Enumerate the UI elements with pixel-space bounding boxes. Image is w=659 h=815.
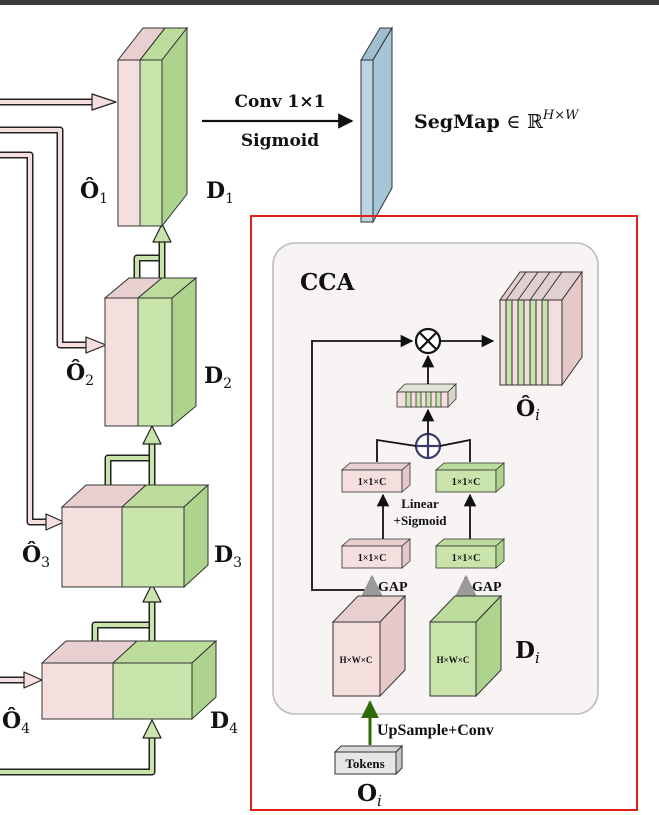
skip-connections (0, 93, 117, 689)
o-hat-2-label: Ô (66, 359, 85, 386)
gap-arrows (360, 574, 478, 599)
o-hat-3-label: Ô (22, 541, 41, 568)
segmap-plane (360, 26, 393, 224)
d-i-sub: i (535, 649, 540, 667)
feature-cube-pink (331, 594, 407, 698)
o-hat-4-label: Ô (2, 707, 21, 734)
o-i-sub: i (377, 792, 382, 810)
o-hat-i-cube (499, 270, 583, 387)
upsample-conv-label: UpSample+Conv (377, 722, 494, 739)
o-hat-i-sub: i (535, 406, 540, 424)
tokens-box (333, 744, 404, 776)
segmap-label: SegMap (414, 111, 500, 133)
tokens-label: Tokens (345, 756, 384, 771)
o-hat-1-sub: 1 (99, 191, 108, 207)
sigmoid-label: Sigmoid (241, 131, 319, 151)
o-i-label: O (357, 780, 377, 807)
vector-pink-top-label: 1×1×C (358, 477, 387, 488)
o-hat-1-label: Ô (80, 177, 99, 204)
svg-text:Ôi: Ôi (516, 395, 540, 424)
cca-module: CCA Ôi (250, 215, 638, 811)
feature-cube-green-label: H×W×C (437, 655, 470, 665)
cca-outer-frame (250, 215, 638, 811)
vector-pink-bottom-label: 1×1×C (358, 553, 387, 564)
o-hat-i-label: Ô (516, 395, 535, 422)
segmap-sup: H×W (542, 108, 580, 123)
d-1-label: D (206, 178, 225, 204)
vector-pink-top (340, 462, 412, 493)
gap-label-right: GAP (472, 580, 502, 595)
attention-vector (396, 383, 457, 408)
svg-text:D2: D2 (204, 363, 232, 392)
vector-green-top-label: 1×1×C (452, 477, 481, 488)
linear-label: Linear (401, 496, 439, 511)
svg-text:Ô4: Ô4 (2, 707, 30, 737)
add-symbol (414, 432, 442, 460)
svg-text:Oi: Oi (357, 780, 382, 810)
decoder-block-4 (40, 639, 218, 721)
vector-green-bottom (434, 538, 506, 569)
conv-1x1-label: Conv 1×1 (235, 92, 326, 112)
svg-text:SegMap ∈ ℝH×W: SegMap ∈ ℝH×W (414, 108, 580, 133)
top-border-bar (0, 0, 659, 5)
d-3-label: D (214, 542, 233, 568)
svg-text:D1: D1 (206, 178, 234, 207)
d-1-sub: 1 (225, 191, 234, 207)
d-2-sub: 2 (223, 376, 232, 392)
segmap-in-symbol: ∈ (506, 111, 520, 133)
linear-sigmoid-label: +Sigmoid (394, 513, 448, 528)
upsample-arrows (0, 223, 172, 776)
svg-text:D3: D3 (214, 542, 242, 571)
svg-text:Ô2: Ô2 (66, 359, 94, 389)
o-hat-3-sub: 3 (41, 555, 50, 571)
o-hat-4-sub: 4 (21, 721, 30, 737)
segmap-space: ℝ (527, 111, 543, 133)
multiply-symbol (414, 327, 442, 355)
decoder-block-1 (116, 26, 189, 228)
segmentation-head: Conv 1×1 Sigmoid SegMap ∈ ℝH×W (202, 26, 580, 224)
d-3-sub: 3 (233, 555, 242, 571)
feature-cube-pink-label: H×W×C (340, 655, 373, 665)
d-4-sub: 4 (229, 721, 238, 737)
decoder-block-3 (60, 483, 210, 589)
vector-green-bottom-label: 1×1×C (452, 553, 481, 564)
feature-cube-green (428, 594, 503, 698)
d-i-label: D (515, 637, 535, 664)
level-labels: Ô1 D1 Ô2 D2 Ô3 D3 Ô4 D4 (2, 177, 242, 737)
gap-label-left: GAP (378, 580, 408, 595)
svg-text:Di: Di (515, 637, 540, 667)
d-4-label: D (210, 708, 229, 734)
d-2-label: D (204, 363, 223, 389)
o-hat-2-sub: 2 (85, 373, 94, 389)
vector-pink-bottom (340, 538, 412, 569)
svg-text:D4: D4 (210, 708, 238, 737)
decoder-block-2 (103, 276, 198, 428)
vector-green-top (434, 462, 506, 493)
svg-text:Ô1: Ô1 (80, 177, 108, 207)
cca-title: CCA (300, 269, 356, 296)
svg-text:Ô3: Ô3 (22, 541, 50, 571)
